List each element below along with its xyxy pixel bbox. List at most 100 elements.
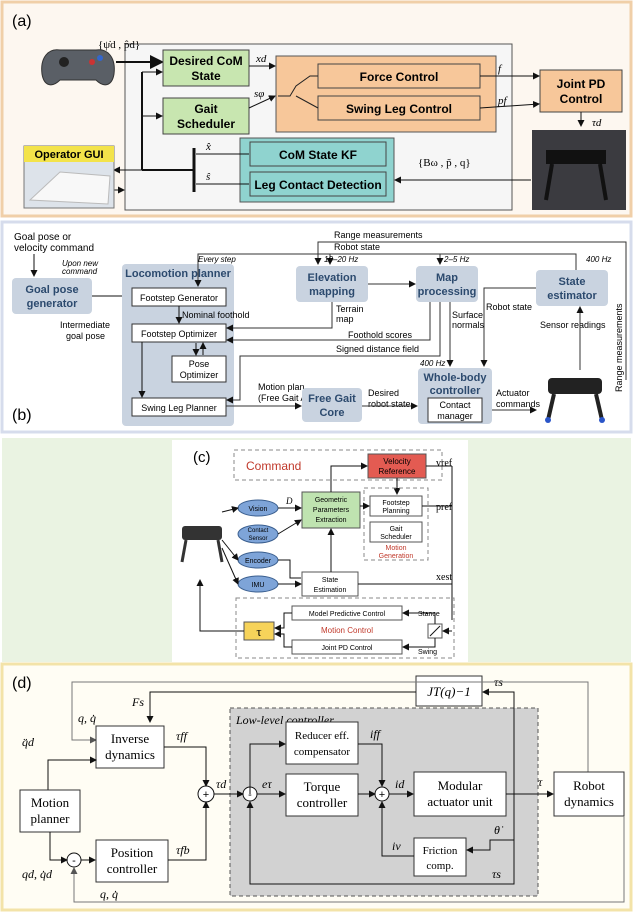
nominal-foothold-label: Nominal foothold (182, 310, 250, 320)
robot-image-c (180, 526, 224, 563)
robot-dynamics-block (553, 771, 625, 817)
panel-d: (d) Low-level controller JT(q)−1 τs Fs q… (0, 662, 633, 912)
input-signal-label: {ψ̇d , p̂d} (98, 39, 140, 51)
wbc-line1: Whole-body (424, 372, 488, 384)
modular-actuator-block (413, 771, 507, 817)
encoder-label: Encoder (245, 558, 272, 565)
tau-s-bottom: τs (492, 867, 501, 881)
motion-planner-line2: planner (31, 811, 71, 826)
hz-state: 400 Hz (586, 255, 611, 264)
x-est-label: xest (436, 572, 452, 583)
inverse-dynamics-line2: dynamics (105, 747, 155, 762)
leg-contact-detection-label: Leg Contact Detection (254, 178, 381, 192)
swing-leg-planner-label: Swing Leg Planner (141, 403, 217, 413)
free-gait-core-block (302, 388, 362, 422)
motion-control-label: Motion Control (321, 626, 373, 635)
jacobian-label: JT(q)−1 (427, 684, 470, 699)
leg-contact-detection-block (249, 171, 387, 197)
map-processing-block (416, 266, 478, 302)
contact-sensor-line2: Sensor (248, 536, 267, 542)
theta-dot-label: θ̇ (494, 823, 504, 837)
sum-node-4-minus: - (72, 855, 76, 867)
state-estimator-line1: State (559, 276, 586, 288)
footstep-generator-label: Footstep Generator (140, 293, 218, 303)
hz-elevation: 10–20 Hz (324, 255, 358, 264)
tau-out-label: τ (538, 775, 543, 789)
upon-new-line1: Upon new (62, 259, 99, 268)
gait-scheduler-line1: Gait (194, 102, 217, 116)
pose-optimizer-line2: Optimizer (180, 370, 219, 380)
robot-state-mid: Robot state (486, 302, 532, 312)
desired-state-line2: robot state (368, 399, 411, 409)
contact-manager-line2: manager (437, 411, 473, 421)
contact-manager-line1: Contact (439, 400, 471, 410)
command-label: Command (246, 459, 301, 473)
d-symbol: D (285, 496, 293, 506)
com-state-kf-label: CoM State KF (279, 148, 357, 162)
signal-xd: xd (255, 53, 267, 65)
reducer-line2: compensator (294, 746, 351, 758)
terrain-map-line1: Terrain (336, 304, 364, 314)
velocity-ref-line2: Reference (379, 467, 416, 476)
friction-line1: Friction (423, 845, 458, 857)
locomotion-planner-label: Locomotion planner (125, 268, 231, 280)
gait-scheduler-c-line2: Scheduler (380, 534, 412, 541)
panel-c-label: (c) (193, 449, 211, 466)
torque-controller-block (285, 773, 359, 817)
footstep-planning-line2: Planning (382, 508, 409, 515)
every-step-label: Every step (198, 255, 236, 264)
elevation-mapping-line2: mapping (309, 286, 355, 298)
geometric-line3: Extraction (315, 517, 346, 524)
force-control-label: Force Control (360, 70, 439, 84)
robot-dynamics-line2: dynamics (564, 794, 614, 809)
goal-cmd-line1: Goal pose or (14, 232, 72, 243)
reducer-line1: Reducer eff. (295, 730, 349, 742)
v-ref-label: vref (436, 458, 453, 469)
footstep-planning-line1: Footstep (382, 500, 409, 507)
state-estimation-block (301, 571, 359, 597)
panel-a-label: (a) (12, 13, 32, 30)
actuator-cmds-line1: Actuator (496, 388, 530, 398)
velocity-ref-line1: Velocity (383, 457, 411, 466)
panel-b: (b) Goal pose or velocity command Upon n… (0, 220, 633, 434)
elevation-mapping-block (296, 266, 368, 302)
geometric-line2: Parameters (313, 507, 350, 514)
sensor-readings-label: Sensor readings (540, 320, 606, 330)
i-v-label: iv (392, 839, 401, 853)
desired-state-line1: Desired (368, 388, 399, 398)
robot-image-b (545, 378, 605, 423)
desired-com-line2: State (191, 69, 221, 83)
position-controller-line2: controller (107, 861, 158, 876)
desired-com-line1: Desired CoM (169, 54, 242, 68)
motion-generation-group (363, 487, 429, 561)
sensor-signal-label: {Bω , p̃ , q} (418, 157, 471, 169)
torque-controller-line1: Torque (304, 779, 341, 794)
contact-sensor-line1: Contact (248, 528, 269, 534)
contact-manager-block (427, 397, 483, 423)
signal-pf: pf (497, 95, 509, 107)
tau-ff-label: τff (176, 729, 189, 743)
goal-generator-line1: Goal pose (25, 284, 78, 296)
i-ff-label: iff (370, 727, 382, 741)
signal-xhat: x̂ (205, 141, 211, 153)
panel-b-label: (b) (12, 407, 32, 424)
e-tau-label: eτ (262, 777, 272, 791)
signal-tau-d: τd (592, 117, 602, 129)
motion-plan-line2: (Free Gait API) (258, 393, 318, 403)
terrain-map-line2: map (336, 314, 354, 324)
modular-actuator-line1: Modular (438, 778, 483, 793)
joint-pd-line1: Joint PD (557, 77, 606, 91)
elevation-mapping-line1: Elevation (308, 272, 357, 284)
modular-actuator-line2: actuator unit (427, 794, 493, 809)
p-ref-label: pref (436, 502, 453, 513)
state-estimation-line2: Estimation (314, 587, 347, 594)
operator-gui-titlebar (24, 146, 114, 162)
wbc-line2: controller (430, 385, 481, 397)
hz-map: 2–5 Hz (443, 255, 469, 264)
inverse-dynamics-line1: Inverse (111, 731, 149, 746)
qdd-d-label: q̈d (22, 735, 35, 749)
q-qdot-bottom: q, q̇ (100, 887, 118, 901)
motion-generation-line2: Generation (379, 553, 414, 560)
surface-normals-line1: Surface (452, 310, 483, 320)
